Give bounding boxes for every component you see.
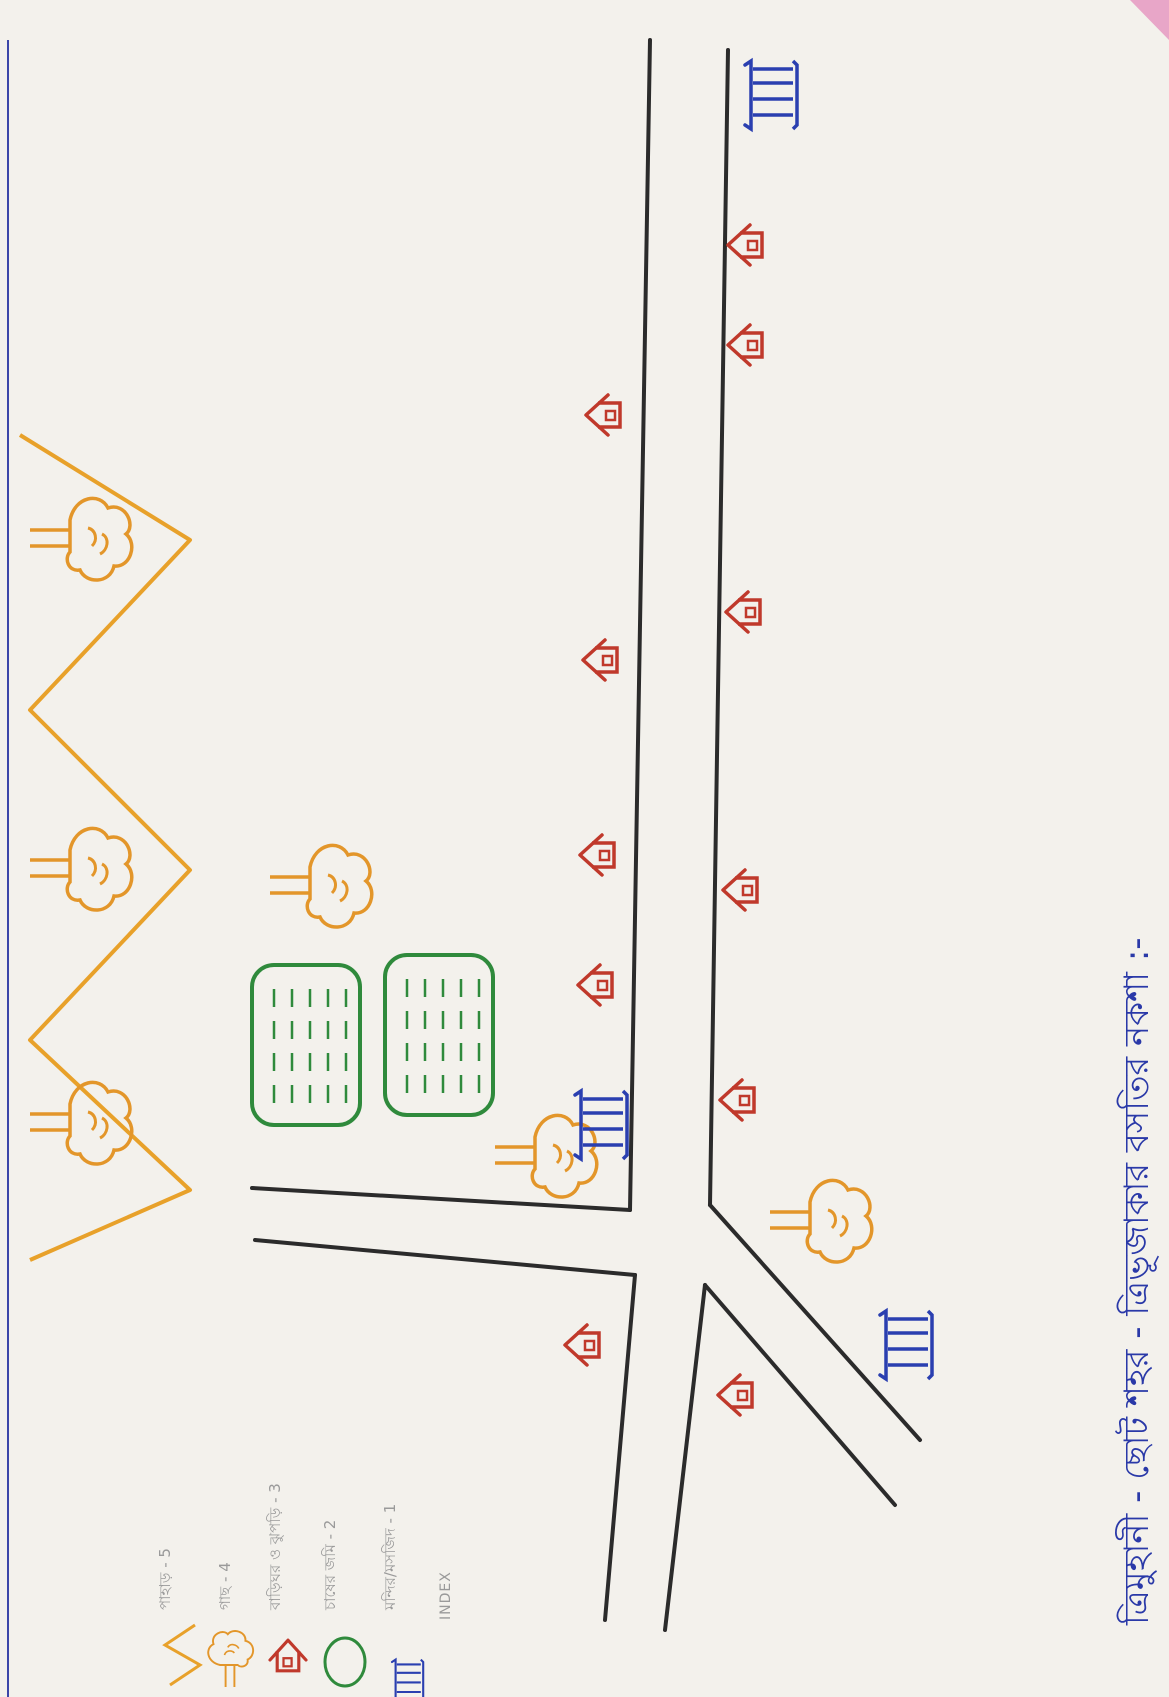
house-icon bbox=[578, 833, 616, 877]
house-icon bbox=[726, 223, 764, 267]
mountain-tree-icon bbox=[28, 826, 134, 912]
house-icon bbox=[721, 868, 759, 912]
branch-road-edge bbox=[708, 1203, 922, 1442]
field-icon bbox=[383, 953, 495, 1117]
house-icon bbox=[268, 1638, 308, 1673]
main-road-edge bbox=[708, 48, 730, 1207]
house-icon bbox=[581, 638, 619, 682]
branch-road-edge bbox=[703, 1283, 897, 1507]
legend-label: মন্দির/মসজিদ - 1 bbox=[381, 1504, 399, 1611]
houses-west bbox=[563, 393, 622, 1367]
legend-label: গাছ - 4 bbox=[216, 1562, 234, 1610]
mountain-range bbox=[18, 433, 192, 1262]
temple-icon bbox=[743, 59, 799, 131]
side-road-edge bbox=[253, 1238, 637, 1277]
road-network bbox=[250, 38, 922, 1632]
lower-road-edge bbox=[603, 1273, 637, 1622]
tree-icon bbox=[268, 843, 374, 929]
house-icon bbox=[576, 963, 614, 1007]
legend-label: চাষের জমি - 2 bbox=[321, 1520, 339, 1611]
tree-icon bbox=[768, 1178, 874, 1264]
temple-icon bbox=[878, 1309, 934, 1381]
mountain-tree-icon bbox=[28, 496, 134, 582]
field-icon bbox=[323, 1636, 367, 1688]
house-icon bbox=[563, 1323, 601, 1367]
main-road-edge bbox=[628, 38, 652, 1212]
mountain-icon bbox=[162, 1623, 203, 1687]
legend-heading: INDEX bbox=[438, 1571, 454, 1620]
legend-label: বাড়িঘর ও ঝুপড়ি - 3 bbox=[266, 1483, 284, 1611]
tree-icon bbox=[207, 1630, 255, 1688]
side-road-edge bbox=[250, 1186, 632, 1212]
map-caption: ত্রিমুহানী - ছোট শহর - ত্রিভূজাকার বসতির… bbox=[1115, 937, 1160, 1626]
house-icon bbox=[718, 1078, 756, 1122]
house-icon bbox=[724, 590, 762, 634]
house-icon bbox=[584, 393, 622, 437]
house-icon bbox=[726, 323, 764, 367]
house-icon bbox=[716, 1373, 754, 1417]
corner-tab bbox=[1130, 0, 1169, 40]
temple-icon bbox=[390, 1658, 425, 1697]
mountain-outline bbox=[18, 433, 192, 1262]
legend: পাহাড় - 5 গাছ - 4 বাড়িঘর ও ঝুপড়ি - 3 … bbox=[156, 1483, 454, 1697]
legend-label: পাহাড় - 5 bbox=[156, 1548, 174, 1610]
field-icon bbox=[250, 963, 362, 1127]
lower-road-edge bbox=[663, 1283, 707, 1632]
